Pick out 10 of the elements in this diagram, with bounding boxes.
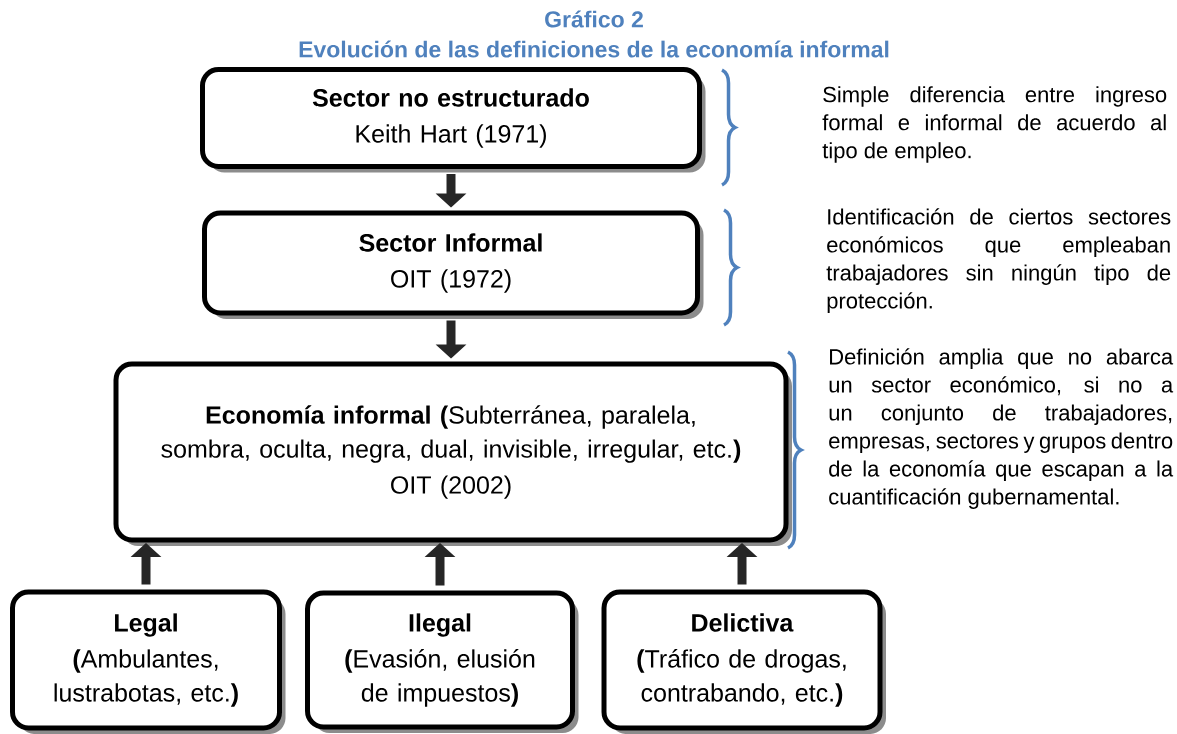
text-box: Legal (Ambulantes, lustrabotas, etc.) xyxy=(10,589,286,734)
text-box: Ilegal (Evasión, elusión de impuestos) xyxy=(305,590,579,733)
note: Definición amplia que no abarca un sector económico, si no a un conjunto de trabajadores, empresas, sectores y grupos dentro de la economía que escapan a la cuantificación gubernamental. xyxy=(829,348,1174,509)
title: Gráfico 2 xyxy=(545,10,643,28)
text-box: Sector no estructurado Keith Hart (1971) xyxy=(200,67,706,173)
text-box: Delictiva (Tráfico de drogas, contrabando, etc.) xyxy=(601,589,886,734)
note: Identificación de ciertos sectores económicos que empleaban trabajadores sin ningún tipo de protección. xyxy=(826,208,1171,313)
text-box: Economía informal (Subterránea, paralela, sombra, oculta, negra, dual, invisible, irregular, etc.) OIT (2002) xyxy=(113,361,792,546)
note: Simple diferencia entre ingreso formal e informal de acuerdo al tipo de empleo. xyxy=(822,86,1167,163)
text-box: Sector Informal OIT (1972) xyxy=(202,210,704,319)
